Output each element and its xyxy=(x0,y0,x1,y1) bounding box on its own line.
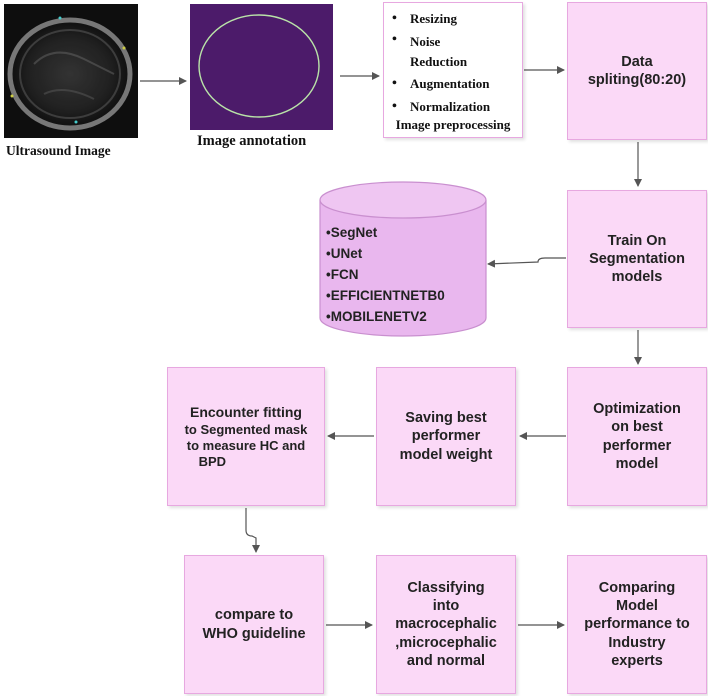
optimization-box: Optimization on best performer model xyxy=(567,367,707,506)
model-item: MOBILENETV2 xyxy=(326,306,445,327)
annotation-graphic xyxy=(198,14,320,118)
box-line: Optimization xyxy=(593,401,681,418)
box-line: Encounter fitting xyxy=(189,404,302,420)
box-line: Industry xyxy=(608,634,666,651)
model-item: SegNet xyxy=(326,222,445,243)
data-split-box: Data spliting(80:20) xyxy=(567,2,707,140)
model-item: EFFICIENTNETB0 xyxy=(326,285,445,306)
preprocessing-item: Normalization xyxy=(390,95,490,118)
preprocessing-box: Resizing Noise Reduction Augmentation No… xyxy=(383,2,523,138)
preprocessing-item: Resizing xyxy=(390,7,490,30)
box-line: ,microcephalic xyxy=(395,634,497,651)
model-item: FCN xyxy=(326,264,445,285)
box-line: WHO guideline xyxy=(202,625,306,642)
box-line: performer xyxy=(411,428,481,445)
box-line: macrocephalic xyxy=(395,616,497,633)
ellipse-fitting-box: Encounter fitting to Segmented mask to m… xyxy=(167,367,325,506)
box-line: Train On xyxy=(607,232,667,249)
preprocessing-title: Image preprocessing xyxy=(395,117,511,132)
box-line: model xyxy=(615,455,659,472)
model-item: UNet xyxy=(326,243,445,264)
box-line: models xyxy=(611,269,663,286)
arrow-encounter-to-compare xyxy=(245,508,260,553)
box-line: to Segmented mask xyxy=(184,421,308,437)
box-line: Segmentation xyxy=(589,250,685,267)
annotation-caption: Image annotation xyxy=(197,133,307,149)
box-line: spliting(80:20) xyxy=(587,72,687,88)
compare-who-box: compare to WHO guideline xyxy=(184,555,324,694)
box-line: BPD xyxy=(198,454,227,469)
models-list: SegNet UNet FCN EFFICIENTNETB0 MOBILENET… xyxy=(326,222,445,327)
box-line: Model xyxy=(616,598,658,615)
box-line: Saving best xyxy=(405,410,487,427)
compare-experts-box: Comparing Model performance to Industry … xyxy=(567,555,707,694)
preprocessing-list: Resizing Noise Reduction Augmentation No… xyxy=(390,7,490,118)
ultrasound-caption: Ultrasound Image xyxy=(6,143,111,158)
box-line: Comparing xyxy=(598,580,676,597)
box-line: Data xyxy=(621,53,653,70)
box-line: performer xyxy=(602,437,672,454)
arrow-train-to-models xyxy=(487,257,566,268)
annotation-image xyxy=(190,4,333,130)
train-segmentation-box: Train On Segmentation models xyxy=(567,190,707,328)
box-line: performance to xyxy=(584,616,690,633)
ultrasound-graphic xyxy=(4,4,138,138)
preprocessing-item: Augmentation xyxy=(390,72,490,95)
ultrasound-image xyxy=(4,4,138,138)
box-line: experts xyxy=(611,652,663,669)
box-line: Classifying xyxy=(407,580,485,597)
box-line: compare to xyxy=(214,607,294,624)
saving-weights-box: Saving best performer model weight xyxy=(376,367,516,506)
box-line: into xyxy=(432,598,460,615)
box-line: to measure HC and xyxy=(186,437,306,453)
box-line: on best xyxy=(611,419,663,436)
box-line: model weight xyxy=(399,446,493,463)
box-line: and normal xyxy=(406,652,486,669)
preprocessing-item: Noise Reduction xyxy=(390,30,490,72)
classification-box: Classifying into macrocephalic ,microcep… xyxy=(376,555,516,694)
